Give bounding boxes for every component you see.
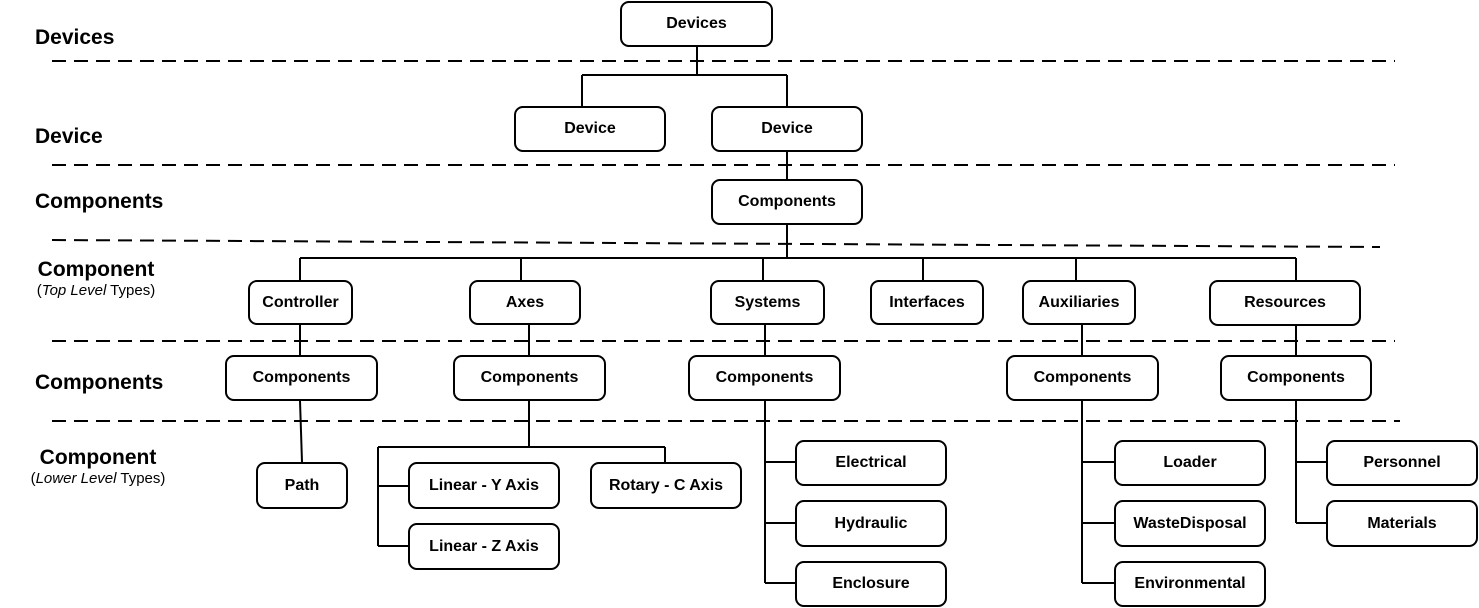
- node-systems-components: Components: [688, 355, 841, 401]
- node-wastedisposal: WasteDisposal: [1114, 500, 1266, 547]
- level-label-components: Components: [35, 190, 164, 213]
- node-devices: Devices: [620, 1, 773, 47]
- level-label-component-lower: Component (Lower Level Types): [14, 446, 182, 488]
- node-controller-components: Components: [225, 355, 378, 401]
- node-interfaces: Interfaces: [870, 280, 984, 325]
- node-controller: Controller: [248, 280, 353, 325]
- level-label-devices: Devices: [35, 26, 115, 49]
- node-personnel: Personnel: [1326, 440, 1478, 486]
- node-linear-y-axis: Linear - Y Axis: [408, 462, 560, 509]
- node-device-left: Device: [514, 106, 666, 152]
- node-auxiliaries-components: Components: [1006, 355, 1159, 401]
- node-materials: Materials: [1326, 500, 1478, 547]
- node-enclosure: Enclosure: [795, 561, 947, 607]
- node-rotary-c-axis: Rotary - C Axis: [590, 462, 742, 509]
- level-label-components-2: Components: [35, 371, 164, 394]
- level-sublabel-top: (Top Level Types): [36, 282, 156, 299]
- node-environmental: Environmental: [1114, 561, 1266, 607]
- connector: [299, 400, 303, 463]
- node-linear-z-axis: Linear - Z Axis: [408, 523, 560, 570]
- node-electrical: Electrical: [795, 440, 947, 486]
- node-hydraulic: Hydraulic: [795, 500, 947, 547]
- node-components: Components: [711, 179, 863, 225]
- level-label-device: Device: [35, 125, 103, 148]
- level-label-component-top: Component (Top Level Types): [30, 258, 162, 300]
- node-systems: Systems: [710, 280, 825, 325]
- node-device-right: Device: [711, 106, 863, 152]
- node-axes-components: Components: [453, 355, 606, 401]
- level-sublabel-lower: (Lower Level Types): [30, 470, 166, 487]
- node-resources: Resources: [1209, 280, 1361, 326]
- node-path: Path: [256, 462, 348, 509]
- node-resources-components: Components: [1220, 355, 1372, 401]
- node-axes: Axes: [469, 280, 581, 325]
- node-auxiliaries: Auxiliaries: [1022, 280, 1136, 325]
- node-loader: Loader: [1114, 440, 1266, 486]
- level-separator: [51, 239, 1381, 248]
